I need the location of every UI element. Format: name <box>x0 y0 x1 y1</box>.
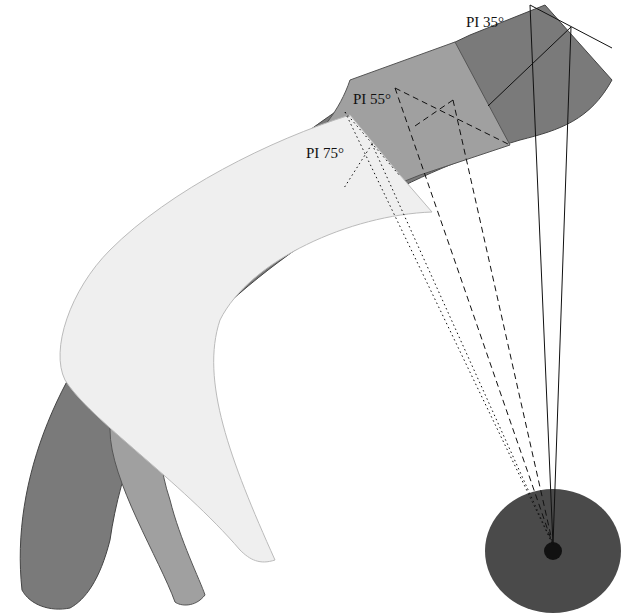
angle-label: PI 75° <box>306 146 344 161</box>
angle-label: PI 55° <box>353 92 391 107</box>
angle-label: PI 35° <box>466 15 504 30</box>
pi35-lines <box>488 5 612 545</box>
sacrum-pi75 <box>60 115 432 562</box>
pi75-lines <box>344 112 553 545</box>
pi55-lines <box>395 88 553 545</box>
femoral-head <box>485 489 621 613</box>
